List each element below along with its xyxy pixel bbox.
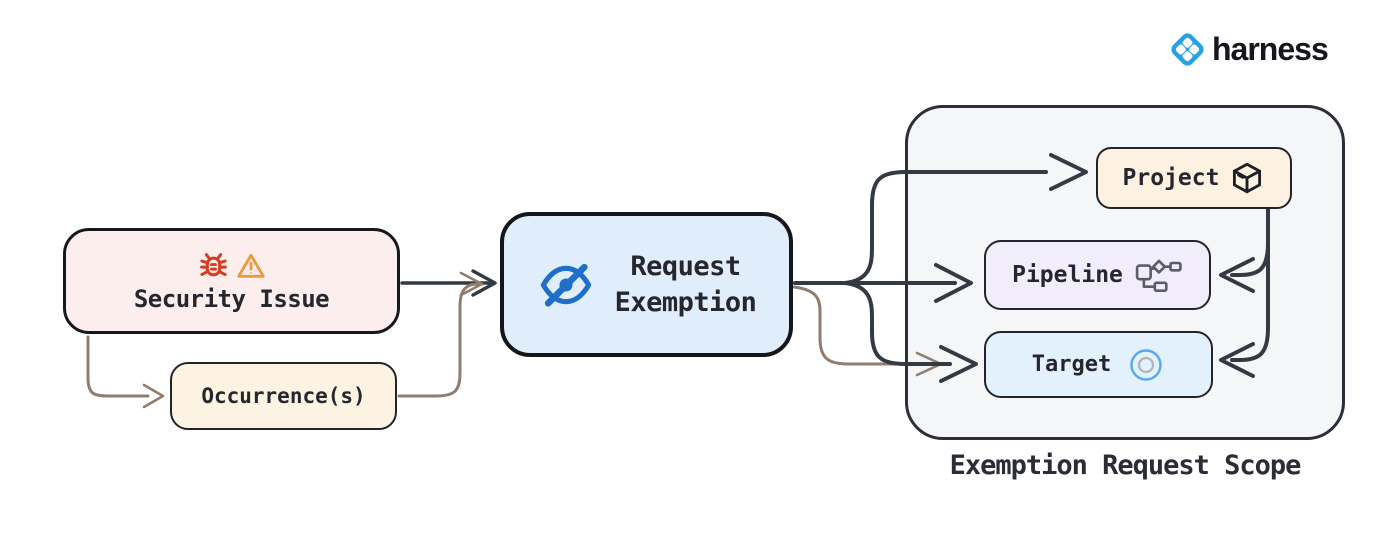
arrowhead-brown — [459, 271, 484, 297]
pipeline-icon — [1135, 258, 1183, 292]
request-exemption-label: Request Exemption — [614, 250, 757, 318]
edge-request-to-project — [843, 170, 1048, 285]
harness-wordmark: harness — [1212, 31, 1329, 67]
security-issue-icons — [198, 249, 266, 283]
pipeline-label: Pipeline — [1012, 262, 1123, 288]
target-label: Target — [1031, 352, 1112, 377]
edge-request-to-target — [843, 281, 952, 366]
node-security-issue: Security Issue — [63, 228, 400, 334]
node-request-exemption: Request Exemption — [500, 212, 793, 357]
project-label: Project — [1122, 165, 1220, 191]
warning-icon — [236, 251, 266, 281]
harness-diamond-icon — [1167, 29, 1208, 70]
harness-logo: harness — [1167, 29, 1329, 70]
node-occurrences: Occurrence(s) — [170, 362, 397, 430]
target-icon — [1127, 346, 1165, 384]
arrowhead-dark — [1219, 342, 1255, 378]
bug-icon — [198, 251, 229, 282]
exemption-scope-title: Exemption Request Scope — [949, 450, 1302, 481]
arrowhead-dark — [934, 263, 973, 303]
node-pipeline: Pipeline — [984, 240, 1211, 310]
edge-project-to-target — [1230, 208, 1270, 362]
arrowhead-dark — [1219, 257, 1255, 293]
node-target: Target — [984, 331, 1213, 398]
security-issue-label: Security Issue — [133, 285, 330, 313]
edge-occurrences-to-target — [792, 285, 920, 366]
edge-security-to-occurrences — [86, 335, 150, 398]
arrowhead-brown — [142, 383, 165, 409]
occurrences-label: Occurrence(s) — [201, 384, 366, 408]
arrowhead-dark — [939, 345, 978, 383]
eye-slash-icon — [537, 256, 595, 314]
cube-icon — [1229, 160, 1265, 196]
arrowhead-dark — [471, 269, 497, 297]
arrowhead-dark — [1049, 153, 1088, 191]
node-project: Project — [1096, 147, 1292, 209]
edge-occurrences-to-request — [397, 282, 480, 398]
